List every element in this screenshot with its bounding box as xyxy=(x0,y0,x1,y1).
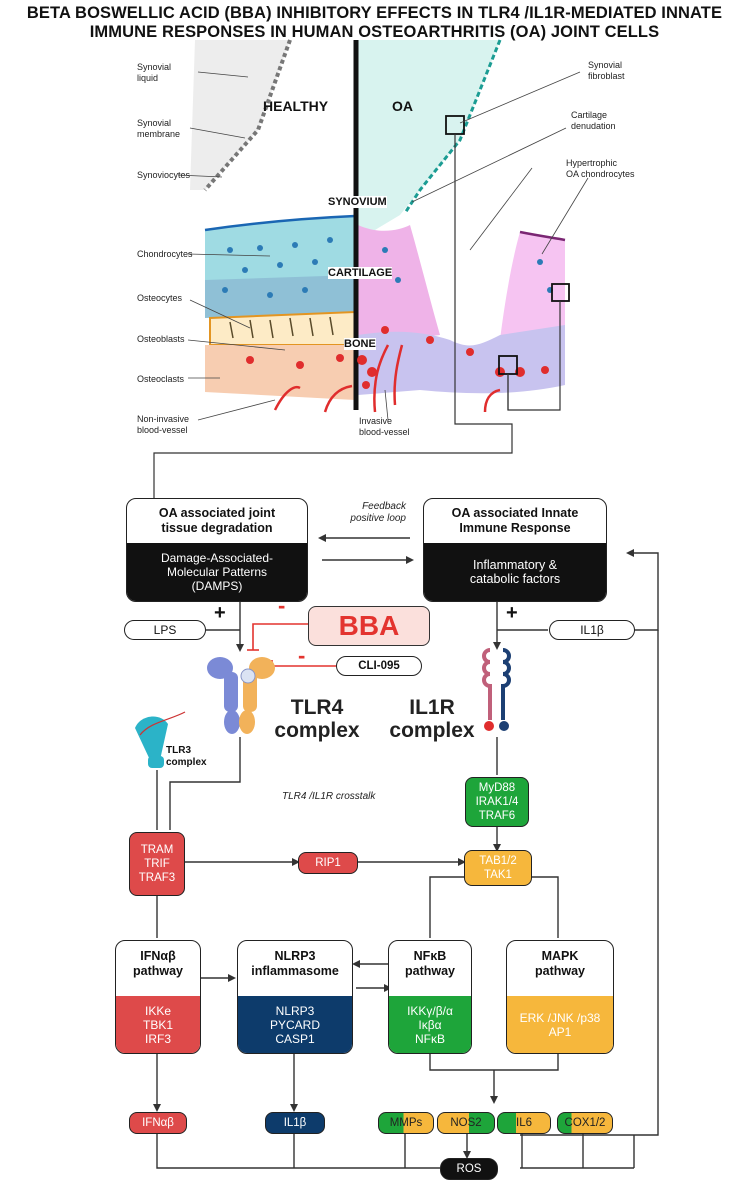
nlrp3-inflammasome-box: NLRP3 inflammasome NLRP3 PYCARD CASP1 xyxy=(237,940,353,1054)
myd88-node: MyD88 IRAK1/4 TRAF6 xyxy=(465,777,529,827)
tlr4-complex-label: TLR4 complex xyxy=(274,696,360,742)
calcified-cartilage xyxy=(205,275,355,318)
mmps-output: MMPs xyxy=(378,1112,434,1134)
oa-synovium-region xyxy=(355,40,500,230)
osteoclasts-label: Osteoclasts xyxy=(137,374,185,384)
cli095-minus-sign: - xyxy=(298,643,306,668)
crosstalk-label: TLR4 /IL1R crosstalk xyxy=(282,791,376,802)
bba-inhibitor: BBA xyxy=(308,606,430,646)
il1r-complex-label: IL1R complex xyxy=(389,696,475,742)
nfkb-body: IKKγ/β/α Iκβα NFκB xyxy=(389,996,471,1053)
blood-vessels xyxy=(273,344,501,413)
mapk-pathway-box: MAPK pathway ERK /JNK /p38 AP1 xyxy=(506,940,614,1054)
synovial-fibroblast-label: Synovial fibroblast xyxy=(588,60,625,81)
feedback-loop-label: Feedback positive loop xyxy=(350,501,406,524)
oa-label: OA xyxy=(392,98,413,114)
cartilage-denudation-label: Cartilage denudation xyxy=(571,110,616,131)
non-invasive-vessel-label: Non-invasive blood-vessel xyxy=(137,414,190,435)
joint-degradation-box: OA associated joint tissue degradation D… xyxy=(126,498,308,602)
figure-title: BETA BOSWELLIC ACID (BBA) INHIBITORY EFF… xyxy=(0,4,749,42)
ifn-pathway-box: IFNαβ pathway IKKe TBK1 IRF3 xyxy=(115,940,201,1054)
mapk-header: MAPK pathway xyxy=(534,949,585,978)
tlr3-complex-label: TLR3 complex xyxy=(166,745,207,768)
innate-immune-box: OA associated Innate Immune Response Inf… xyxy=(423,498,607,602)
healthy-trabecular-bone xyxy=(205,345,355,400)
nos2-output: NOS2 xyxy=(437,1112,495,1134)
cli095-inhibitor: CLI-095 xyxy=(336,656,422,676)
nlrp3-body: NLRP3 PYCARD CASP1 xyxy=(238,996,352,1053)
chondrocytes-label: Chondrocytes xyxy=(137,249,193,259)
oa-cartilage-right xyxy=(500,232,565,340)
lps-input: LPS xyxy=(124,620,206,640)
ifn-pathway-body: IKKe TBK1 IRF3 xyxy=(116,996,200,1053)
il1b-output: IL1β xyxy=(265,1112,325,1134)
il1b-plus-sign: + xyxy=(506,602,518,624)
osteoblasts-label: Osteoblasts xyxy=(137,334,185,344)
bba-minus-sign: - xyxy=(278,593,286,618)
nlrp3-header: NLRP3 inflammasome xyxy=(251,949,339,978)
oa-bone xyxy=(358,325,565,395)
synovial-membrane-label: Synovial membrane xyxy=(137,118,181,139)
invasive-vessel-label: Invasive blood-vessel xyxy=(359,416,410,437)
il6-output: IL6 xyxy=(497,1112,551,1134)
tlr3-receptor-icon xyxy=(135,711,186,768)
il1b-input: IL1β xyxy=(549,620,635,640)
inflammatory-factors-body: Inflammatory & catabolic factors xyxy=(424,543,606,601)
rip1-node: RIP1 xyxy=(298,852,358,874)
nfkb-pathway-box: NFκB pathway IKKγ/β/α Iκβα NFκB xyxy=(388,940,472,1054)
cox-output: COX1/2 xyxy=(557,1112,613,1134)
osteocytes-label: Osteocytes xyxy=(137,293,183,303)
synovial-membrane xyxy=(203,39,292,192)
arrowheads xyxy=(153,534,634,1159)
synovial-liquid-region xyxy=(190,40,290,190)
synovial-liquid-label: Synovial liquid xyxy=(137,62,172,83)
nfkb-header: NFκB pathway xyxy=(404,949,455,978)
oa-cartilage-left xyxy=(358,225,440,345)
cartilage-label: CARTILAGE xyxy=(328,267,393,279)
tram-node: TRAM TRIF TRAF3 xyxy=(129,832,185,896)
blood-cells xyxy=(246,326,549,389)
il1r-receptor-icon xyxy=(482,648,511,720)
synovium-label: SYNOVIUM xyxy=(328,196,387,208)
title-line-2: IMMUNE RESPONSES IN HUMAN OSTEOARTHRITIS… xyxy=(89,23,660,41)
joint-degradation-header: OA associated joint tissue degradation xyxy=(158,506,276,535)
ifn-pathway-header: IFNαβ pathway xyxy=(132,949,183,978)
pathway-connectors xyxy=(156,537,659,1169)
bone-label: BONE xyxy=(344,338,376,350)
synoviocytes-label: Synoviocytes xyxy=(137,170,191,180)
ifnab-output: IFNαβ xyxy=(129,1112,187,1134)
healthy-label: HEALTHY xyxy=(263,98,329,114)
osteocyte-cells xyxy=(229,316,334,339)
mapk-body: ERK /JNK /p38 AP1 xyxy=(507,996,613,1053)
tab-tak1-node: TAB1/2 TAK1 xyxy=(464,850,532,886)
ros-output: ROS xyxy=(440,1158,498,1180)
damps-body: Damage-Associated- Molecular Patterns (D… xyxy=(127,543,307,601)
tlr4-receptor-icon xyxy=(207,657,275,734)
hypertrophic-chondrocytes-label: Hypertrophic OA chondrocytes xyxy=(566,158,635,179)
innate-immune-header: OA associated Innate Immune Response xyxy=(451,506,579,535)
title-line-1: BETA BOSWELLIC ACID (BBA) INHIBITORY EFF… xyxy=(26,4,723,22)
lps-plus-sign: + xyxy=(214,602,226,624)
